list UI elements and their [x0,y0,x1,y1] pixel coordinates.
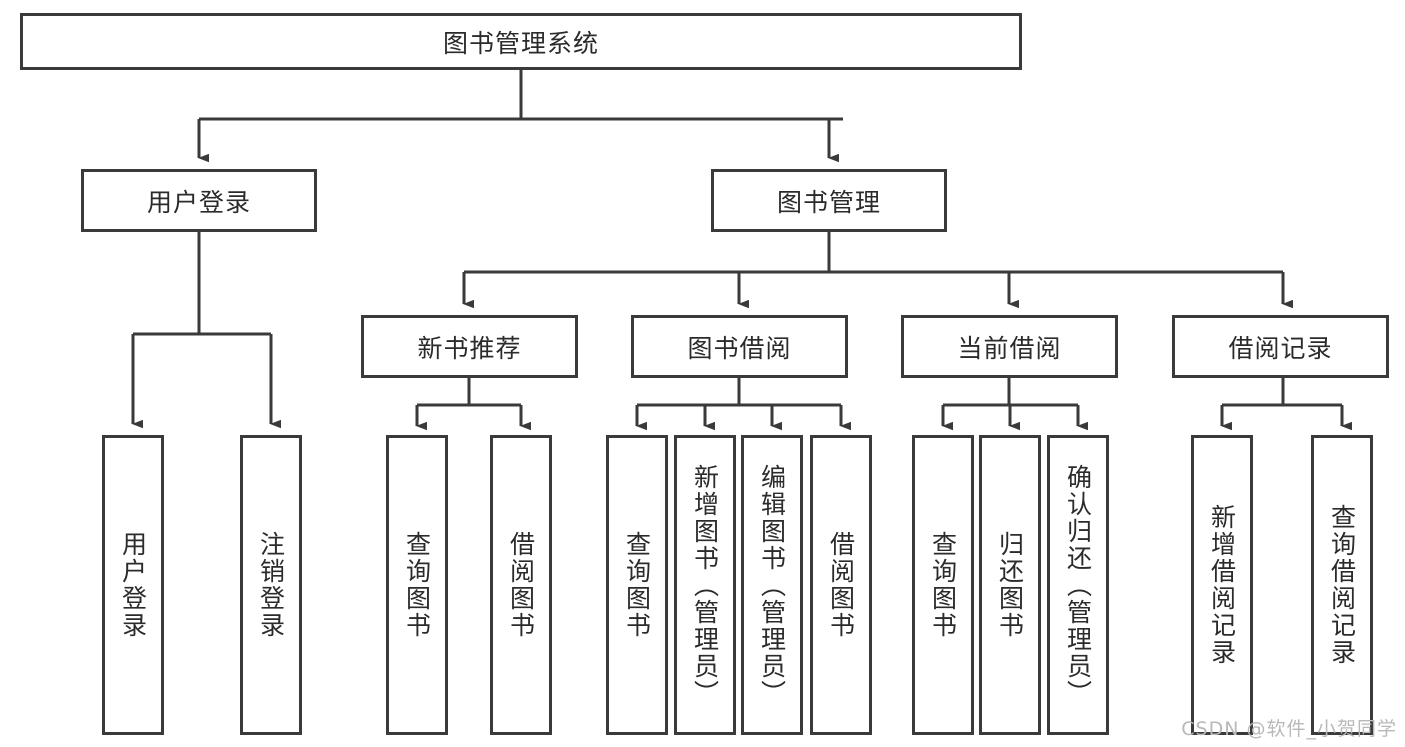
node-label: 用户登录 [146,187,251,217]
leaf-book-borrow-edit-book[interactable]: 编辑图书（管理员） [741,435,803,735]
node-label: 编辑图书（管理员） [757,463,787,707]
leaf-current-borrow-confirm-return[interactable]: 确认归还（管理员） [1047,435,1109,735]
node-label: 查询借阅记录 [1327,504,1357,666]
node-label: 确认归还（管理员） [1063,463,1093,707]
watermark: CSDN @软件_小贺同学 [1181,718,1397,740]
leaf-borrow-record-query-record[interactable]: 查询借阅记录 [1311,435,1373,735]
leaf-new-book-query-book[interactable]: 查询图书 [386,435,448,735]
leaf-book-borrow-borrow-book[interactable]: 借阅图书 [810,435,872,735]
node-label: 新书推荐 [417,333,522,363]
node-book-management[interactable]: 图书管理 [711,169,947,232]
node-label: 借阅图书 [826,531,856,639]
node-label: 图书管理系统 [442,28,599,58]
node-label: 借阅图书 [506,531,536,639]
node-label: 图书管理 [776,187,881,217]
node-label: 新增借阅记录 [1207,504,1237,666]
node-label: 用户登录 [118,531,148,639]
node-label: 当前借阅 [957,333,1062,363]
leaf-borrow-record-add-record[interactable]: 新增借阅记录 [1191,435,1253,735]
leaf-current-borrow-return-book[interactable]: 归还图书 [979,435,1041,735]
node-label: 归还图书 [995,531,1025,639]
node-label: 注销登录 [256,531,286,639]
leaf-book-borrow-query-book[interactable]: 查询图书 [606,435,668,735]
node-borrow-record[interactable]: 借阅记录 [1172,315,1389,378]
leaf-current-borrow-query-book[interactable]: 查询图书 [912,435,974,735]
node-current-borrow[interactable]: 当前借阅 [901,315,1118,378]
node-label: 查询图书 [928,531,958,639]
node-label: 图书借阅 [687,333,792,363]
node-label: 新增图书（管理员） [690,463,720,707]
leaf-book-borrow-add-book[interactable]: 新增图书（管理员） [674,435,736,735]
leaf-new-book-borrow-book[interactable]: 借阅图书 [490,435,552,735]
leaf-user-login-login[interactable]: 用户登录 [102,435,164,735]
node-root-system[interactable]: 图书管理系统 [20,13,1022,70]
node-new-book-recommend[interactable]: 新书推荐 [361,315,578,378]
node-user-login[interactable]: 用户登录 [81,169,317,232]
node-label: 查询图书 [402,531,432,639]
node-label: 查询图书 [622,531,652,639]
node-label: 借阅记录 [1228,333,1333,363]
node-book-borrow[interactable]: 图书借阅 [631,315,848,378]
leaf-user-login-logout[interactable]: 注销登录 [240,435,302,735]
